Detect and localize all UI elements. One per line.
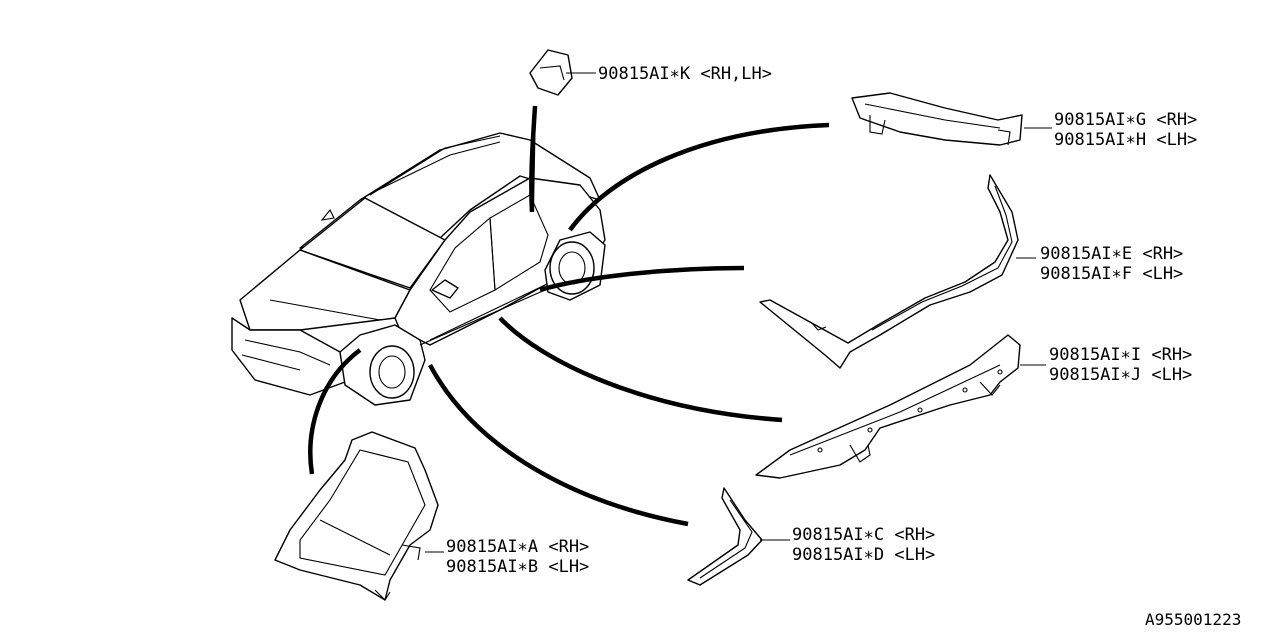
part-gh-insulator bbox=[851, 92, 1052, 146]
callout-lines bbox=[308, 105, 830, 527]
label-part-j: 90815AI∗J <LH> bbox=[1049, 365, 1193, 385]
label-part-a: 90815AI∗A <RH> bbox=[446, 537, 590, 557]
callout-line-gh bbox=[568, 122, 830, 232]
part-k-insulator bbox=[529, 49, 596, 96]
callout-line-ab bbox=[308, 348, 362, 475]
label-part-b: 90815AI∗B <LH> bbox=[446, 557, 590, 577]
label-part-e: 90815AI∗E <RH> bbox=[1040, 244, 1184, 264]
diagram-reference-number: A955001223 bbox=[1145, 610, 1242, 629]
label-part-k: 90815AI∗K <RH,LH> bbox=[598, 64, 772, 84]
label-part-c: 90815AI∗C <RH> bbox=[792, 525, 936, 545]
callout-line-ef bbox=[539, 265, 745, 293]
callout-line-ij bbox=[498, 316, 783, 423]
part-cd-insulator bbox=[687, 487, 790, 586]
callout-line-cd bbox=[428, 363, 689, 527]
label-part-d: 90815AI∗D <LH> bbox=[792, 545, 936, 565]
label-part-g: 90815AI∗G <RH> bbox=[1054, 110, 1198, 130]
label-part-h: 90815AI∗H <LH> bbox=[1054, 130, 1198, 150]
label-part-i: 90815AI∗I <RH> bbox=[1049, 345, 1193, 365]
part-ij-insulator bbox=[755, 334, 1046, 479]
label-part-f: 90815AI∗F <LH> bbox=[1040, 264, 1184, 284]
vehicle-illustration bbox=[231, 132, 606, 406]
part-ab-insulator bbox=[274, 431, 444, 601]
part-ef-insulator bbox=[759, 174, 1036, 369]
